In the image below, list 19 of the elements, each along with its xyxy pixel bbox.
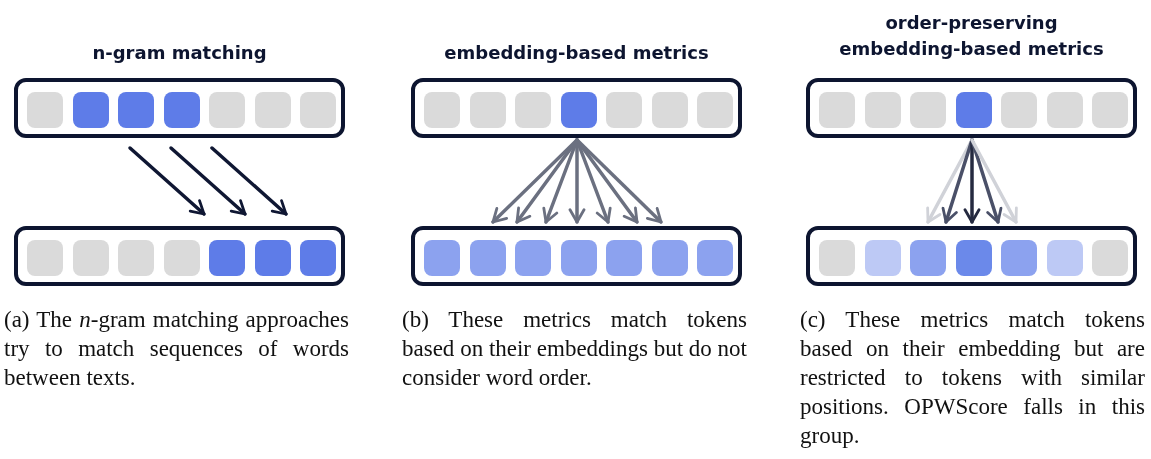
arrow <box>210 146 288 216</box>
caption: (b) These metrics match tokens based on their embeddings but do not consider word order. <box>402 306 747 392</box>
caption: (c) These metrics match tokens based on their embedding but are restricted to tokens with similar positions. OPWScore falls in this group. <box>800 306 1145 450</box>
token-sequence-bar <box>411 78 742 138</box>
token-sequence-bar <box>411 226 742 286</box>
arrow <box>568 138 586 224</box>
arrow <box>575 138 663 224</box>
token-sequence-bar <box>14 78 345 138</box>
panel-title: embedding-based metrics <box>443 41 710 65</box>
panel-title: n-gram matching <box>91 41 268 65</box>
arrow <box>128 146 206 216</box>
arrow <box>963 138 981 224</box>
panel-title: order-preserving embedding-based metrics <box>838 11 1105 61</box>
arrow <box>970 138 1018 224</box>
arrow <box>169 146 247 216</box>
caption: (a) The n-gram matching approaches try to match sequences of words between texts. <box>4 306 349 392</box>
token-sequence-bar <box>806 78 1137 138</box>
token-sequence-bar <box>806 226 1137 286</box>
token-sequence-bar <box>14 226 345 286</box>
